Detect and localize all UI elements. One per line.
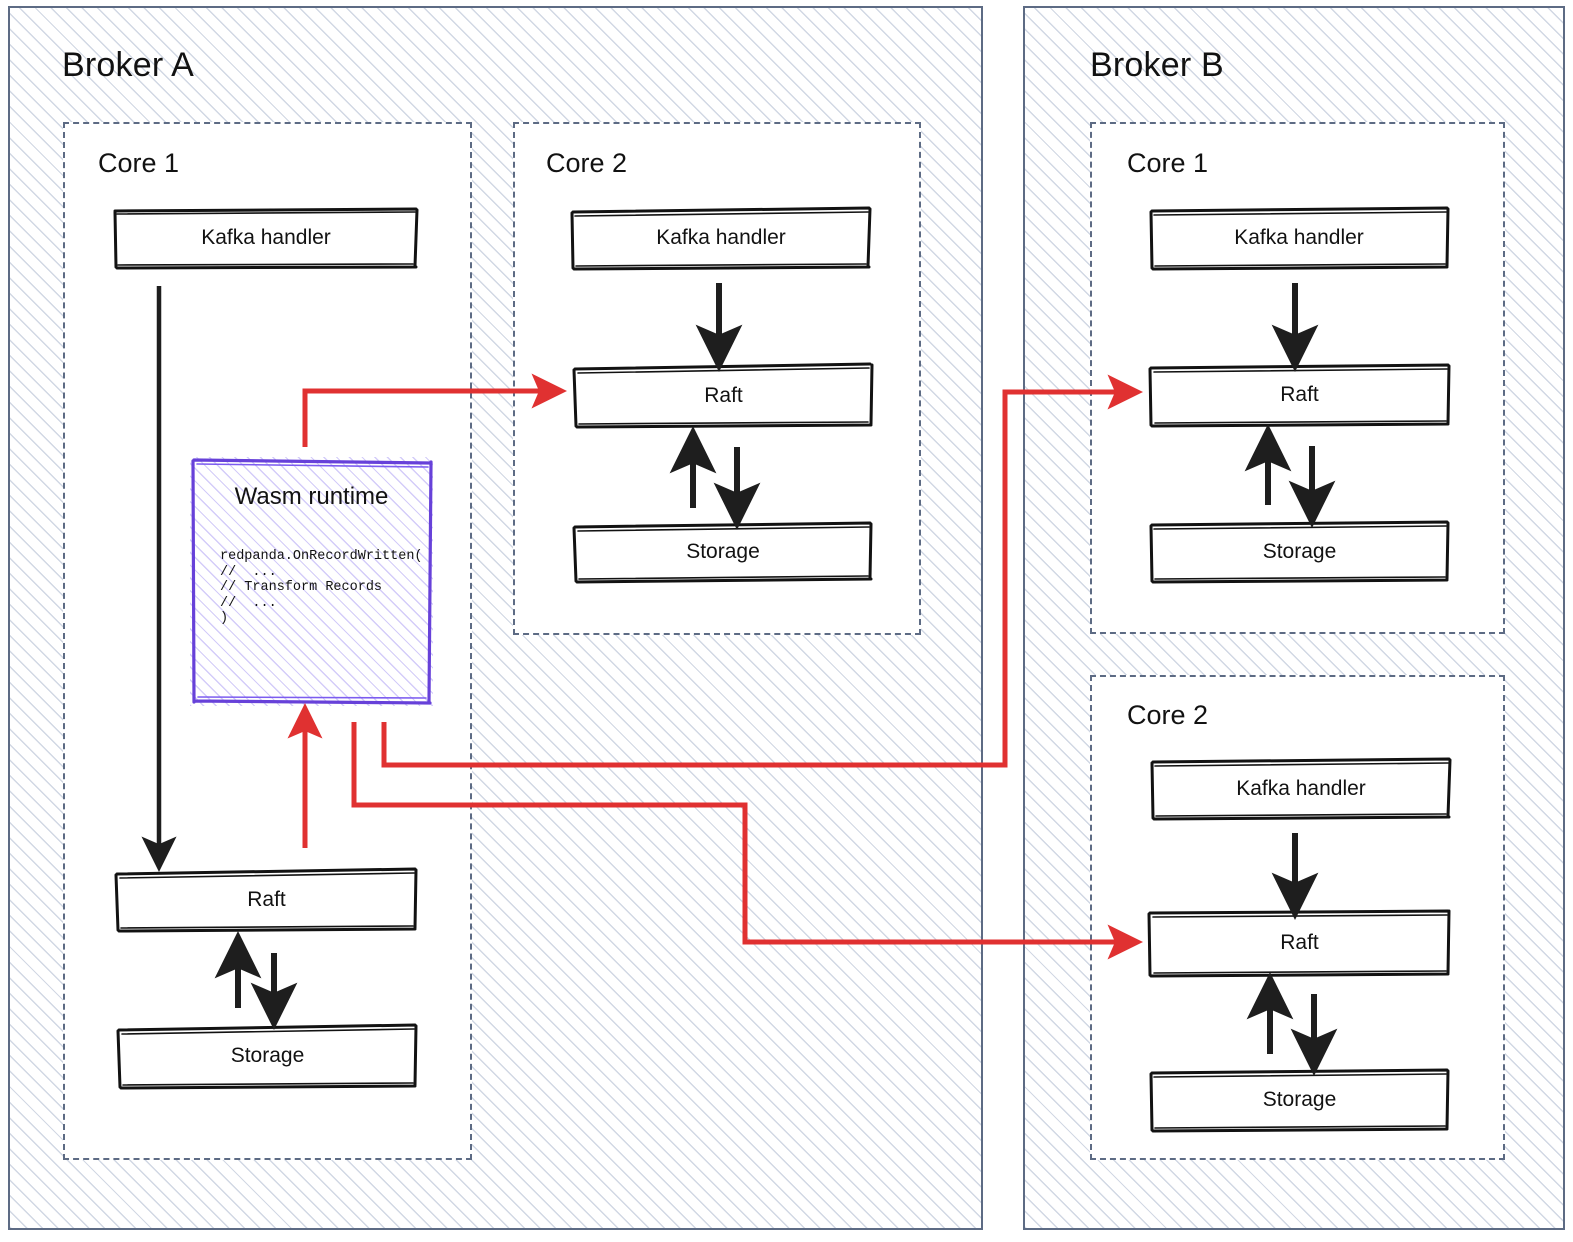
node-b2-storage: Storage: [1148, 1068, 1451, 1133]
node-a1-wasm-runtime-label: Wasm runtime: [234, 483, 389, 510]
sketch-frame: [1150, 757, 1452, 821]
node-a2-kafka-handler: Kafka handler: [570, 206, 872, 271]
node-b1-storage: Storage: [1148, 520, 1451, 584]
broker-a-core-2-label: Core 2: [546, 148, 628, 178]
node-a2-kafka-handler-label: Kafka handler: [656, 226, 786, 249]
node-b1-storage-label: Storage: [1262, 539, 1337, 563]
sketch-frame: [1149, 206, 1450, 271]
sketch-frame: [570, 206, 872, 271]
broker-b-core-1-label: Core 1: [1127, 148, 1209, 178]
node-a1-wasm-runtime: Wasm runtime redpanda.OnRecordWritten( /…: [190, 457, 433, 706]
node-a1-kafka-handler-label: Kafka handler: [201, 226, 331, 249]
broker-b-label: Broker B: [1090, 46, 1224, 84]
node-a1-storage-label: Storage: [230, 1043, 305, 1067]
sketch-frame: [113, 207, 419, 270]
node-b1-kafka-handler-label: Kafka handler: [1234, 226, 1364, 249]
node-a1-raft-label: Raft: [247, 887, 286, 911]
node-a2-raft: Raft: [572, 362, 875, 429]
broker-b-core-2-label: Core 2: [1127, 700, 1209, 730]
node-b2-raft: Raft: [1147, 908, 1452, 978]
node-b1-kafka-handler: Kafka handler: [1148, 206, 1450, 271]
node-b2-raft-label: Raft: [1280, 931, 1319, 954]
node-a2-storage: Storage: [572, 521, 874, 584]
node-a1-raft: Raft: [114, 867, 418, 933]
node-a1-storage: Storage: [116, 1022, 419, 1090]
broker-a-core-1-label: Core 1: [98, 148, 180, 178]
node-a2-storage-label: Storage: [686, 540, 760, 563]
node-b2-kafka-handler-label: Kafka handler: [1236, 776, 1366, 800]
node-b2-storage-label: Storage: [1262, 1088, 1337, 1111]
node-b2-kafka-handler: Kafka handler: [1150, 757, 1452, 821]
node-a1-wasm-runtime-code: redpanda.OnRecordWritten( // ... // Tran…: [220, 549, 423, 626]
node-a2-raft-label: Raft: [704, 383, 743, 407]
node-b1-raft-label: Raft: [1280, 383, 1319, 406]
node-b1-raft: Raft: [1148, 363, 1451, 428]
broker-a-label: Broker A: [62, 46, 194, 84]
node-a1-kafka-handler: Kafka handler: [113, 207, 419, 270]
